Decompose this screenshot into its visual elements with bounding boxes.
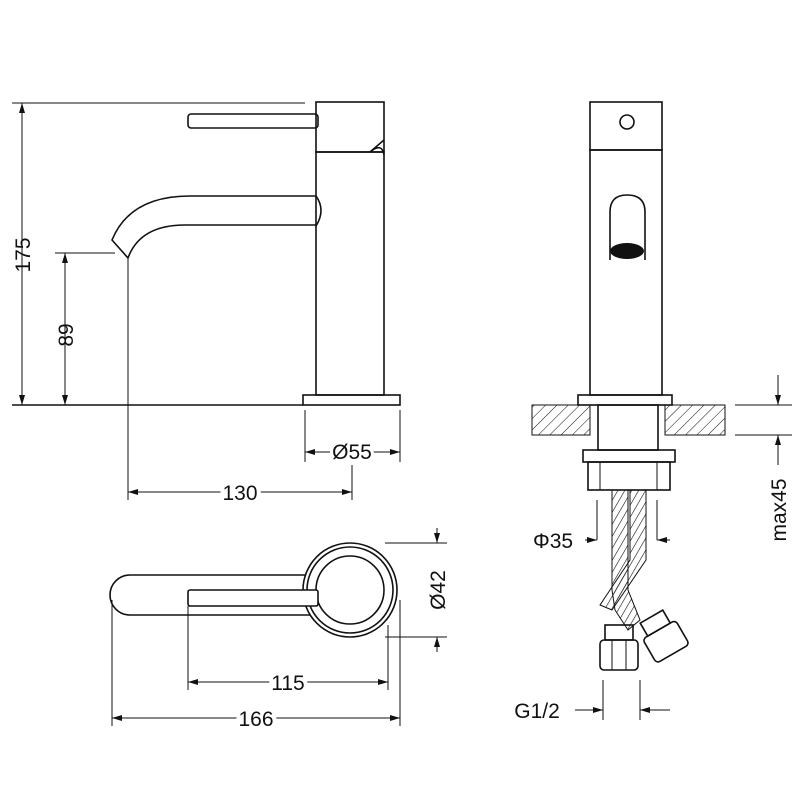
dim-89: 89 — [55, 323, 78, 346]
body — [315, 151, 385, 396]
dim-130: 130 — [222, 482, 257, 505]
top-view: Ø42 115 166 — [109, 528, 450, 735]
lever — [187, 113, 319, 129]
dim-phi35: Φ35 — [533, 530, 573, 553]
spout — [111, 195, 316, 260]
front-view: Φ35 max45 G1/2 — [514, 101, 792, 723]
dim-max45: max45 — [768, 478, 791, 541]
dim-d55: Ø55 — [332, 441, 372, 464]
base-plate — [302, 394, 401, 406]
dim-175: 175 — [12, 237, 35, 272]
dim-166: 166 — [238, 708, 273, 731]
dim-g12: G1/2 — [514, 700, 560, 723]
side-view: 175 89 Ø55 130 — [12, 101, 401, 509]
dim-115: 115 — [271, 672, 304, 695]
head — [315, 101, 385, 153]
dim-d42: Ø42 — [427, 570, 450, 610]
